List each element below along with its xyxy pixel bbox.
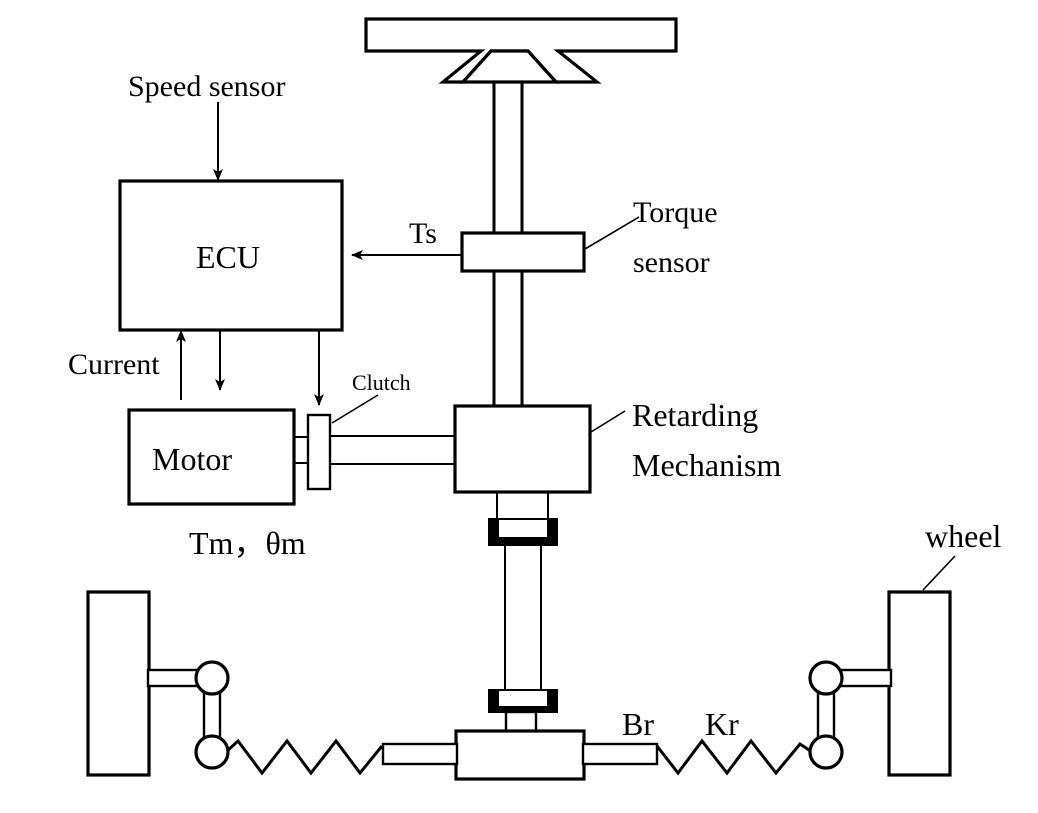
motor-label: Motor [152, 441, 232, 477]
left-lower-joint [194, 734, 230, 770]
retarding-mechanism-box [453, 404, 592, 494]
steering-wheel-hub [459, 49, 560, 84]
ecu-box [118, 179, 344, 332]
torque-sensor-label-line1: Torque [633, 196, 718, 229]
steering-column-middle [492, 271, 524, 406]
motor-output-shaft [294, 436, 309, 464]
damping-label: Br [622, 706, 654, 742]
motor-box [127, 408, 296, 506]
universal-joint-upper [488, 518, 558, 546]
rack-housing [454, 729, 586, 781]
steering-column-lower-mid-seg [504, 545, 542, 690]
universal-joint-lower [488, 689, 558, 713]
left-upper-joint [194, 660, 230, 696]
right-wheel [887, 590, 952, 777]
retarding-label-line1: Retarding [632, 397, 758, 433]
clutch-label: Clutch [352, 370, 411, 395]
torque-sensor [460, 231, 586, 273]
speed-sensor-label: Speed sensor [128, 70, 285, 103]
current-label: Current [68, 348, 160, 381]
left-spring [224, 738, 384, 776]
retarding-mechanism-leader-line [590, 410, 626, 433]
clutch-to-retarding-shaft [330, 435, 455, 465]
pinion-stub [504, 710, 538, 734]
stiffness-label: Kr [705, 706, 739, 742]
wheel-leader-line [922, 555, 956, 591]
clutch-block [306, 413, 332, 491]
torque-sensor-leader-line [584, 216, 640, 250]
motor-params-label: Tm，θm [189, 525, 306, 561]
torque-signal-label: Ts [409, 217, 437, 250]
right-spring [655, 738, 813, 776]
rack-rod-left [381, 742, 459, 766]
clutch-leader-line [331, 394, 379, 424]
ecu-label: ECU [196, 239, 260, 275]
right-lower-joint [808, 734, 844, 770]
wheel-label: wheel [925, 518, 1002, 554]
rack-rod-right [581, 742, 659, 766]
torque-sensor-label-line2: sensor [633, 246, 710, 279]
left-wheel [86, 590, 151, 777]
right-upper-joint [808, 660, 844, 696]
retarding-label-line2: Mechanism [632, 447, 781, 483]
steering-column-upper [492, 82, 524, 236]
